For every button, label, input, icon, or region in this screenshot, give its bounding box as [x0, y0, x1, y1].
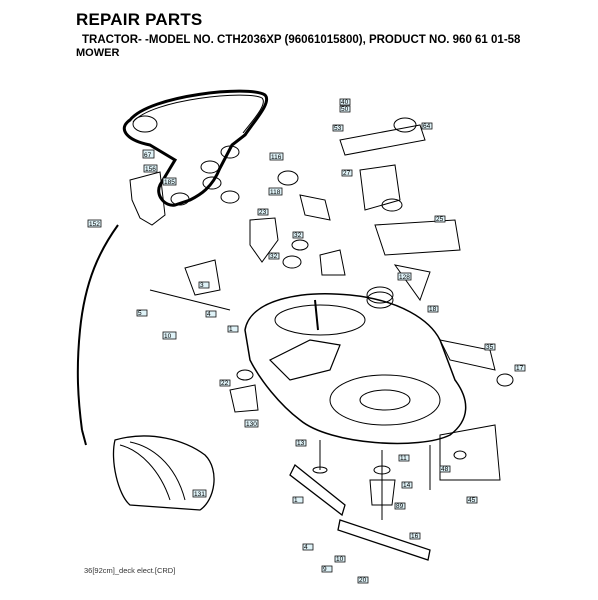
svg-text:11: 11 — [400, 455, 407, 462]
model-line: TRACTOR- -MODEL NO. CTH2036XP (960610158… — [82, 34, 521, 46]
svg-text:89: 89 — [396, 503, 404, 510]
callout: 9 — [321, 565, 333, 573]
callout: 116 — [269, 152, 284, 161]
callout: 10 — [162, 331, 177, 340]
callout: 27 — [341, 169, 353, 177]
callout: 4 — [302, 543, 314, 551]
callout: 17 — [514, 364, 526, 372]
callout: 35 — [484, 343, 496, 351]
callout: 3 — [198, 281, 210, 289]
svg-text:32: 32 — [294, 232, 302, 239]
callout: 11 — [398, 454, 410, 462]
callout: 4 — [205, 310, 217, 318]
callout: 185 — [162, 177, 177, 186]
svg-text:152: 152 — [89, 221, 100, 228]
callout: 50 — [339, 105, 351, 113]
callout: 16 — [409, 532, 421, 540]
svg-text:50: 50 — [341, 106, 349, 113]
discharge-chute — [112, 435, 215, 511]
svg-text:35: 35 — [486, 344, 494, 351]
cable-bracket — [129, 171, 166, 226]
mower-deck — [244, 293, 467, 445]
callout: 130 — [244, 419, 259, 428]
callout: 23 — [257, 208, 269, 216]
page-title: REPAIR PARTS — [76, 10, 203, 29]
callout: 20 — [357, 576, 369, 584]
mower-blades — [289, 463, 431, 561]
callout: 48 — [439, 465, 451, 473]
drive-belt — [122, 89, 269, 207]
svg-text:118: 118 — [270, 189, 281, 196]
svg-text:16: 16 — [411, 533, 419, 540]
svg-text:156: 156 — [145, 166, 156, 173]
svg-text:9: 9 — [323, 566, 327, 573]
svg-text:22: 22 — [221, 380, 229, 387]
callout: 10 — [334, 555, 346, 563]
svg-text:13: 13 — [297, 440, 305, 447]
callout: 67 — [142, 149, 155, 159]
callout: 53 — [332, 124, 344, 132]
callout: 152 — [87, 219, 102, 228]
svg-text:4: 4 — [207, 311, 211, 318]
svg-text:20: 20 — [359, 577, 367, 584]
callout: 18 — [427, 305, 439, 313]
svg-text:4: 4 — [304, 544, 308, 551]
callout: 89 — [394, 502, 406, 510]
callout: 1 — [292, 496, 304, 504]
svg-text:25: 25 — [436, 216, 444, 223]
callout: 13 — [295, 439, 307, 447]
svg-text:1: 1 — [294, 497, 298, 504]
callout: 128 — [397, 272, 412, 281]
svg-text:10: 10 — [336, 556, 344, 563]
svg-text:185: 185 — [164, 179, 175, 186]
callout: 156 — [143, 164, 158, 173]
svg-text:128: 128 — [399, 274, 410, 281]
callout-labels: 40 50 53 64 116 118 156 67 185 27 152 25… — [87, 98, 526, 584]
callout: 118 — [268, 187, 283, 196]
svg-text:5: 5 — [138, 310, 142, 317]
callout: 40 — [339, 98, 351, 106]
svg-text:32: 32 — [270, 253, 278, 260]
svg-text:14: 14 — [403, 482, 411, 489]
callout: 64 — [421, 122, 433, 130]
svg-text:131: 131 — [194, 491, 205, 498]
callout: 1 — [227, 325, 239, 333]
svg-text:116: 116 — [271, 154, 282, 161]
svg-text:130: 130 — [246, 421, 257, 428]
svg-text:53: 53 — [334, 125, 342, 132]
belt-pulleys — [132, 115, 240, 206]
svg-text:48: 48 — [441, 466, 449, 473]
control-cable — [76, 224, 119, 431]
callout: 14 — [401, 481, 413, 489]
svg-text:3: 3 — [200, 282, 204, 289]
callout: 45 — [466, 496, 478, 504]
svg-text:10: 10 — [164, 333, 172, 340]
callout: 25 — [434, 215, 446, 223]
svg-text:17: 17 — [516, 365, 524, 372]
callout: 22 — [219, 379, 231, 387]
svg-text:23: 23 — [259, 209, 267, 216]
svg-text:67: 67 — [144, 152, 152, 159]
callout: 32 — [292, 231, 304, 239]
svg-text:1: 1 — [229, 326, 233, 333]
svg-text:18: 18 — [429, 306, 437, 313]
callout: 32 — [268, 252, 280, 260]
section-title: MOWER — [76, 47, 120, 59]
svg-text:64: 64 — [423, 123, 431, 130]
svg-text:27: 27 — [343, 170, 351, 177]
callout: 131 — [192, 489, 207, 498]
callout: 5 — [136, 309, 148, 317]
drawing-caption: 36[92cm]_deck elect.[CRD] — [84, 566, 176, 575]
svg-text:45: 45 — [468, 497, 476, 504]
svg-text:40: 40 — [341, 99, 349, 106]
